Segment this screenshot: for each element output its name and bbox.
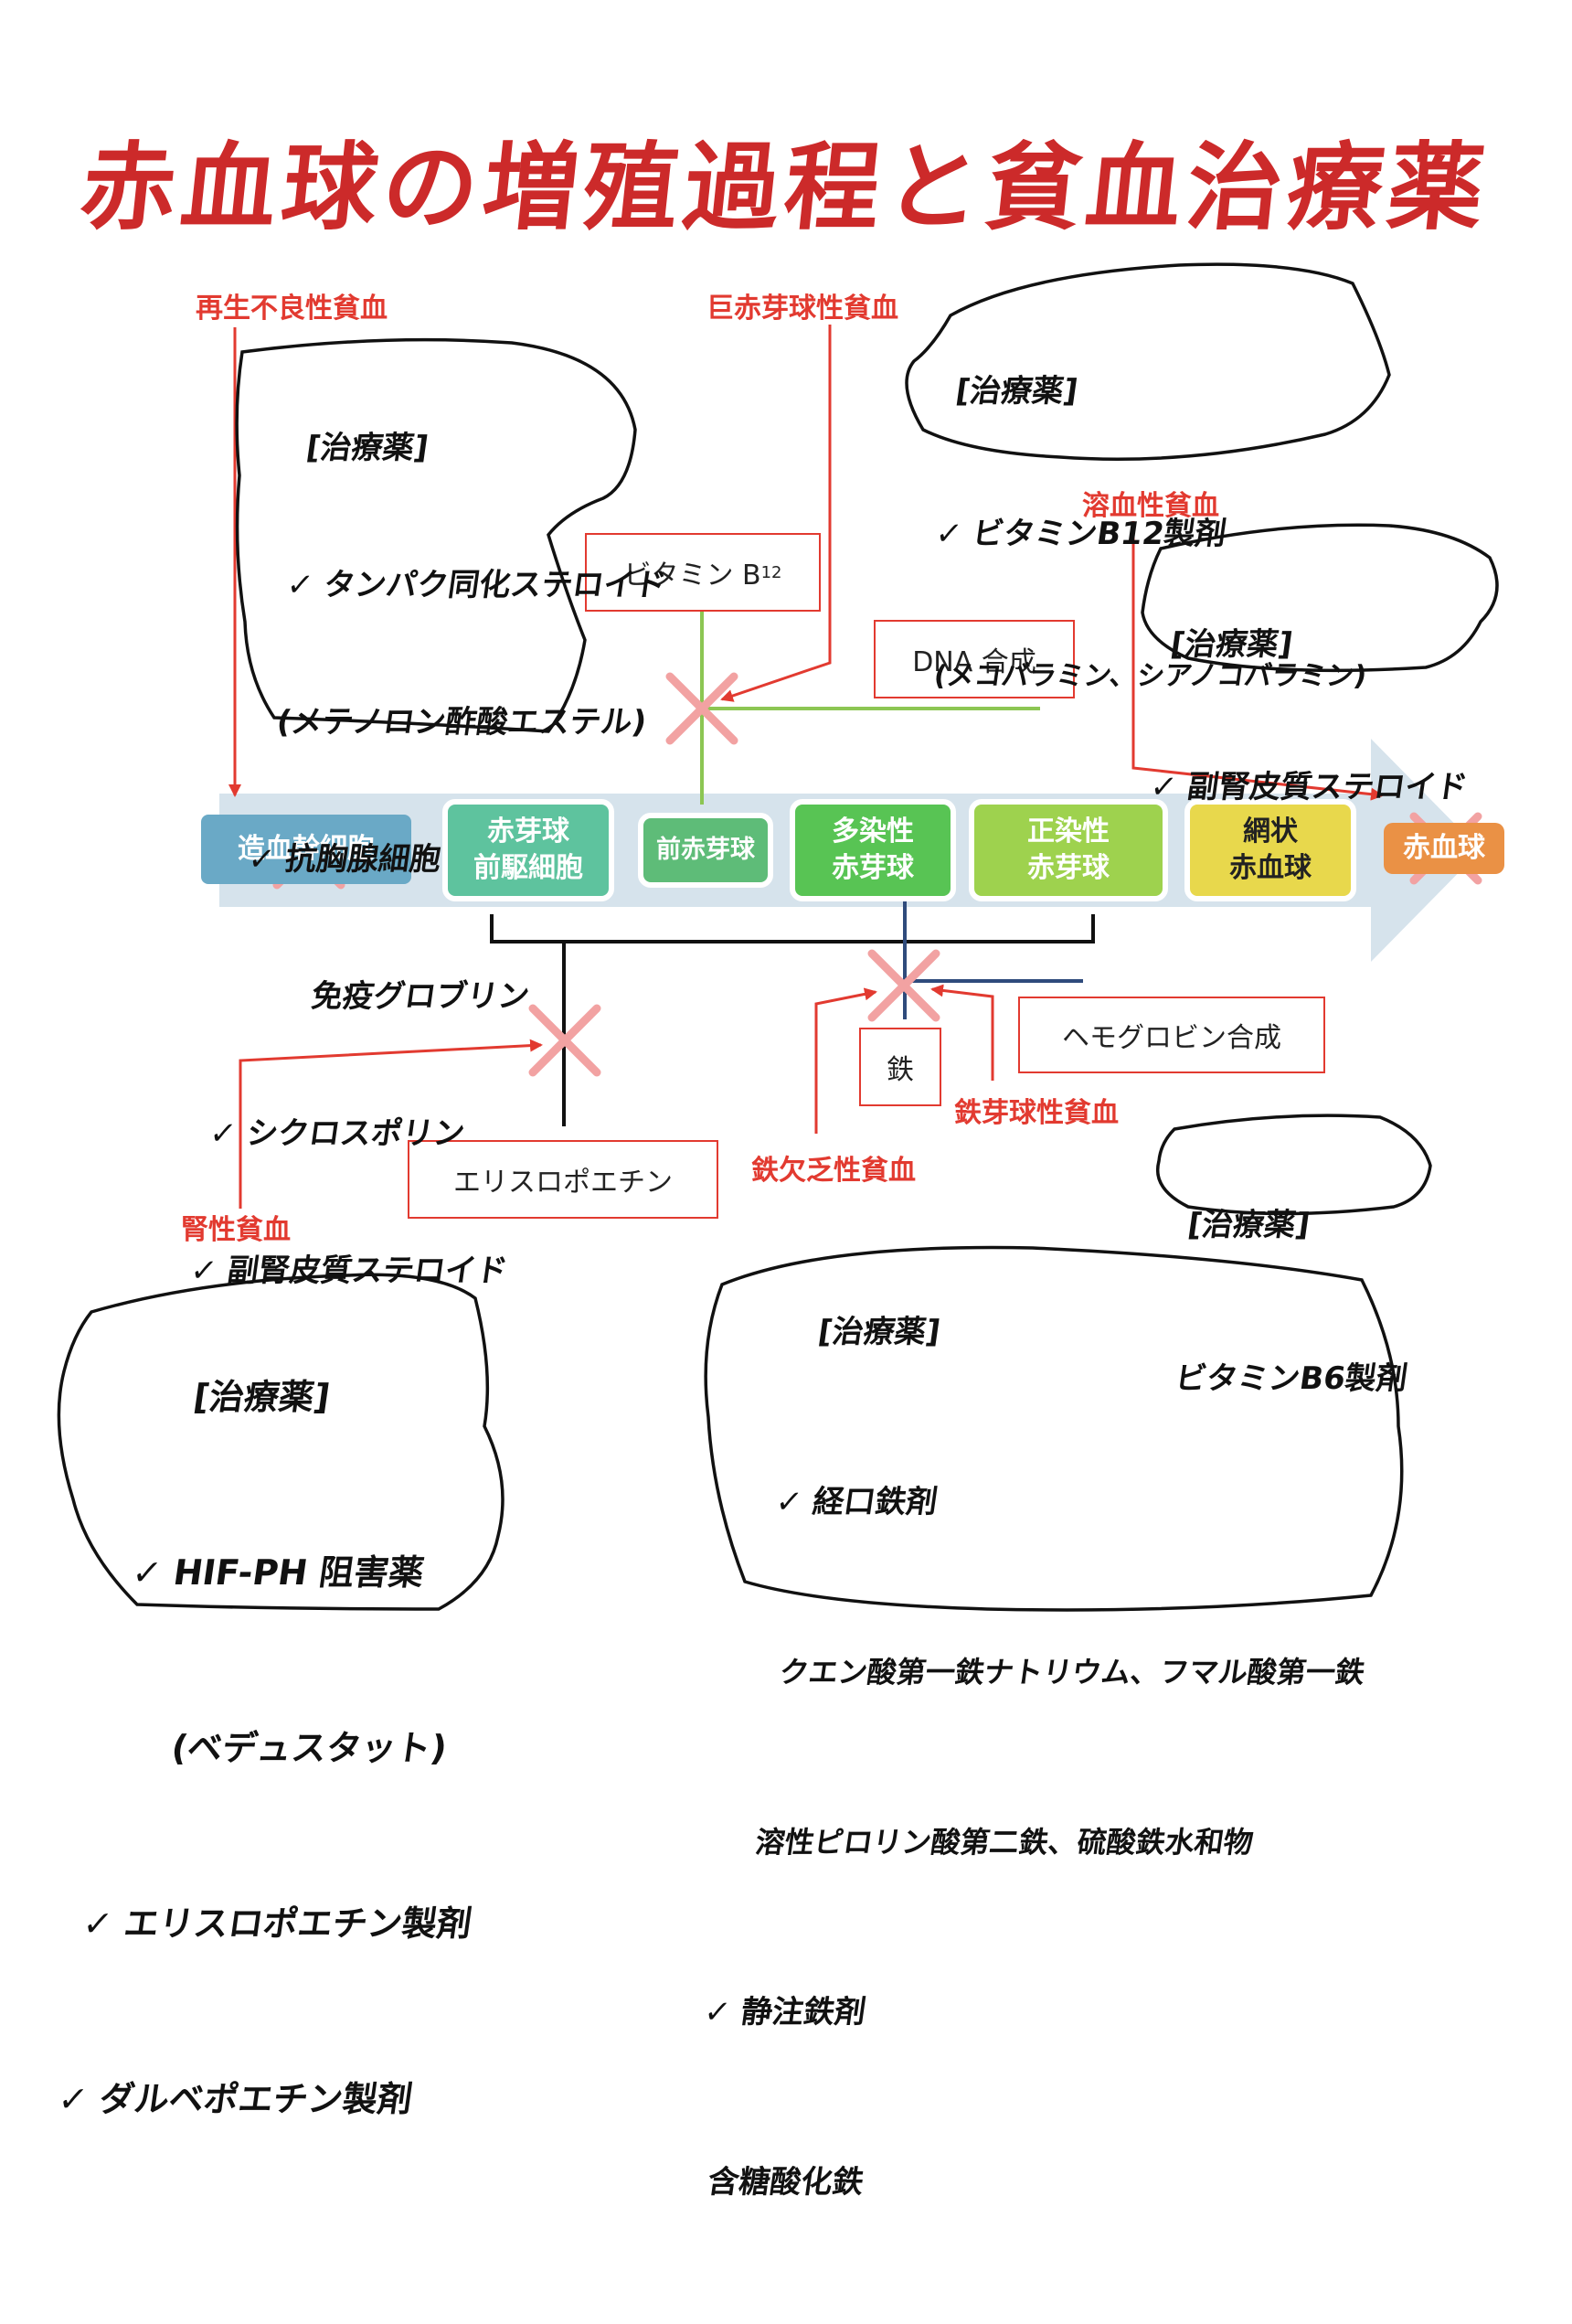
treatment-item: タンパク同化ステロイド: [321, 567, 669, 603]
treatment-item: エリスロポエチン製剤: [122, 1903, 475, 1944]
treatment-item: ビタミンB6製剤: [1173, 1360, 1410, 1397]
hemolytic-arrow: [1131, 521, 1384, 801]
disease-hemolytic-anemia: 溶血性貧血: [1082, 490, 1219, 522]
disease-renal-anemia: 腎性貧血: [181, 1214, 291, 1246]
check-icon: ✓: [284, 567, 316, 603]
stage-reticulocyte: 網状赤血球: [1184, 799, 1356, 901]
check-icon: ✓: [1148, 769, 1180, 805]
disease-iron-deficiency-anemia: 鉄欠乏性貧血: [751, 1155, 916, 1187]
check-icon: ✓: [933, 516, 965, 552]
treatment-heading: [治療薬]: [1184, 1207, 1312, 1243]
stage-label-line1: 赤芽球: [487, 816, 569, 848]
check-icon: ✓: [55, 2079, 90, 2119]
treatment-item: シクロスポリン: [244, 1115, 467, 1152]
stage-label-line2: 前駆細胞: [473, 852, 583, 884]
megaloblastic-note-bubble: [905, 262, 1391, 461]
renal-arrow: [239, 1039, 543, 1209]
hemolytic-note-bubble: [1141, 523, 1499, 673]
megaloblastic-arrow: [720, 325, 832, 702]
treatment-heading: [治療薬]: [190, 1377, 333, 1417]
stage-label-line1: 多染性: [832, 816, 914, 848]
check-icon: ✓: [773, 1484, 805, 1520]
stage-bracket: [490, 914, 1095, 943]
stage-polychromatic-erythroblast: 多染性赤芽球: [790, 799, 956, 901]
stage-erythroid-progenitor: 赤芽球前駆細胞: [442, 799, 614, 901]
treatment-heading: [治療薬]: [953, 373, 1080, 410]
stage-proerythroblast: 前赤芽球: [638, 813, 773, 888]
iron-deficiency-arrow: [814, 987, 877, 1134]
hemoglobin-synthesis-box: ヘモグロビン合成: [1018, 997, 1325, 1073]
erythropoietin-box: エリスロポエチン: [408, 1140, 718, 1219]
stage-red-blood-cell: 赤血球: [1384, 823, 1504, 874]
check-icon: ✓: [207, 1115, 239, 1152]
block-cross-vitamin: [665, 672, 738, 745]
diagram-canvas: 赤血球の増殖過程と貧血治療薬: [56, 132, 1504, 2201]
stage-label-line2: 赤芽球: [832, 852, 914, 884]
treatment-item: 副腎皮質ステロイド: [1184, 769, 1471, 805]
treatment-heading: [治療薬]: [1168, 626, 1295, 663]
stage-label-line1: 網状: [1243, 816, 1298, 848]
block-cross-iron: [867, 949, 940, 1022]
treatment-item: 経口鉄剤: [810, 1484, 940, 1520]
stage-label: 前赤芽球: [656, 836, 755, 864]
stage-hematopoietic-stem-cell: 造血幹細胞: [201, 815, 411, 884]
stage-label-line2: 赤血球: [1229, 852, 1312, 884]
disease-megaloblastic-anemia: 巨赤芽球性貧血: [706, 293, 898, 325]
stage-label-line2: 赤芽球: [1027, 852, 1110, 884]
iron-deficiency-note-bubble: [704, 1245, 1404, 1612]
treatment-item-detail: 含糖酸化鉄: [705, 2164, 866, 2201]
check-icon: ✓: [701, 1994, 734, 2031]
vitamin-b12-label: ビタミン B: [623, 560, 761, 592]
stage-label-line1: 正染性: [1027, 816, 1110, 848]
check-icon: ✓: [246, 841, 278, 878]
stage-label: 赤血球: [1403, 832, 1485, 864]
vitamin-b12-subscript: 12: [760, 562, 782, 582]
disease-sideroblastic-anemia: 鉄芽球性貧血: [954, 1097, 1119, 1129]
stage-label: 造血幹細胞: [238, 833, 375, 865]
treatment-heading: [治療薬]: [303, 430, 431, 466]
treatment-item-detail: (メテノロン酢酸エステル): [274, 704, 649, 741]
treatment-item: ダルベポエチン製剤: [97, 2079, 416, 2119]
hemolytic-treatment-note: [治療薬] ✓ 副腎皮質ステロイド: [1134, 526, 1504, 906]
treatment-item-detail: クエン酸第一鉄ナトリウム、フマル酸第一鉄: [777, 1655, 1367, 1690]
dna-synthesis-box: DNA 合成: [874, 620, 1075, 698]
aplastic-note-bubble: [235, 337, 637, 733]
disease-aplastic-anemia: 再生不良性貧血: [196, 293, 388, 325]
treatment-item-detail: 溶性ピロリン酸第二鉄、硫酸鉄水和物: [753, 1825, 1256, 1860]
check-icon: ✓: [80, 1903, 115, 1944]
sideroblastic-note-bubble: [1156, 1114, 1432, 1216]
block-cross-epo: [528, 1004, 601, 1077]
check-icon: ✓: [129, 1552, 165, 1593]
iron-box: 鉄: [859, 1028, 941, 1106]
treatment-item: HIF-PH 阻害薬: [170, 1552, 427, 1593]
stage-orthochromatic-erythroblast: 正染性赤芽球: [969, 799, 1168, 901]
renal-note-bubble: [57, 1273, 505, 1611]
treatment-item: 静注鉄剤: [738, 1994, 868, 2031]
treatment-item-detail: (ベデュスタット): [168, 1728, 450, 1768]
treatment-item: 抗胸腺細胞: [282, 841, 444, 878]
sideroblastic-arrow: [930, 984, 994, 1081]
treatment-item-detail: 免疫グロブリン: [309, 978, 532, 1015]
